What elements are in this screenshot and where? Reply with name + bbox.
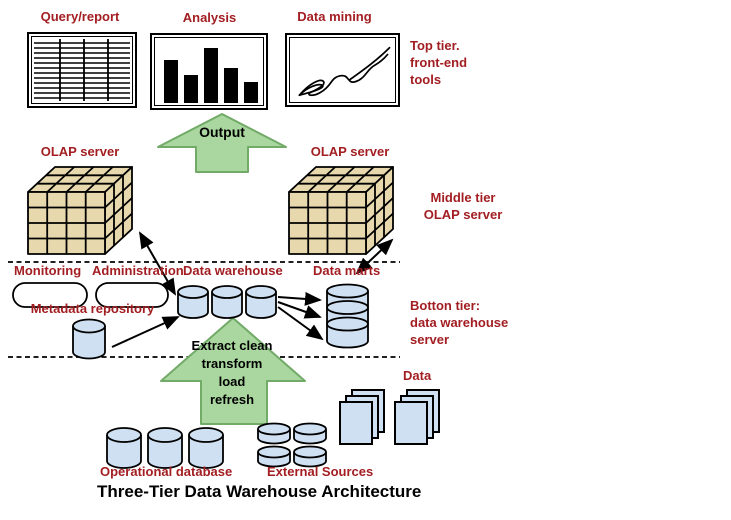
data-warehouse-label: Data warehouse [183,263,283,278]
arrow-warehouse-to-marts-1 [277,291,322,306]
analysis-label: Analysis [182,10,237,25]
monitoring-label: Monitoring [14,263,82,278]
data-mining-label: Data mining [297,9,372,24]
arrow-olap-left-to-warehouse [139,231,176,296]
data-document-stack-icon [339,389,440,445]
arrow-olap-right-to-marts [355,238,394,275]
operational-database-label: Operational database [100,464,233,479]
curve-icon [298,46,391,97]
output-arrow-label: Output [199,124,245,140]
arrow-warehouse-to-marts-2 [277,301,322,319]
administration-label: Administration [92,263,184,278]
query-report-label: Query/report [40,9,120,24]
etl-arrow-label: Extract clean transform load refresh [191,338,273,407]
data-mining-box [285,33,400,107]
olap-cube-left-icon [27,166,133,255]
external-sources-label: External Sources [267,464,374,479]
arrow-warehouse-to-marts-3 [277,306,324,341]
olap-cube-right-icon [288,166,394,255]
etl-arrow-icon [160,317,306,425]
output-arrow-icon [157,113,287,173]
analysis-box [150,33,268,110]
olap-server-left-label: OLAP server [40,144,120,159]
external-sources-cylinders-icon [257,422,327,468]
metadata-repository-cylinder-icon [72,318,106,360]
data-warehouse-cylinders-icon [177,285,277,319]
middle-tier-note: Middle tier OLAP server [423,190,503,222]
connector-arrows [111,231,394,348]
top-tier-note: Top tier. front-end tools [410,38,468,87]
olap-server-right-label: OLAP server [310,144,390,159]
page-title: Three-Tier Data Warehouse Architecture [97,482,422,501]
metadata-repository-label: Metadata repository [30,301,155,316]
arrow-metadata-to-warehouse [111,316,180,348]
operational-database-cylinders-icon [106,427,224,469]
table-grid-icon [34,39,130,101]
query-report-box [27,32,137,108]
data-label: Data [403,368,432,383]
data-marts-label: Data marts [313,263,381,278]
monitoring-shape [12,282,88,308]
bar-chart-icon [164,48,258,103]
bottom-tier-note: Botton tier: data warehouse server [410,298,509,347]
data-marts-cylinder-icon [326,283,369,349]
